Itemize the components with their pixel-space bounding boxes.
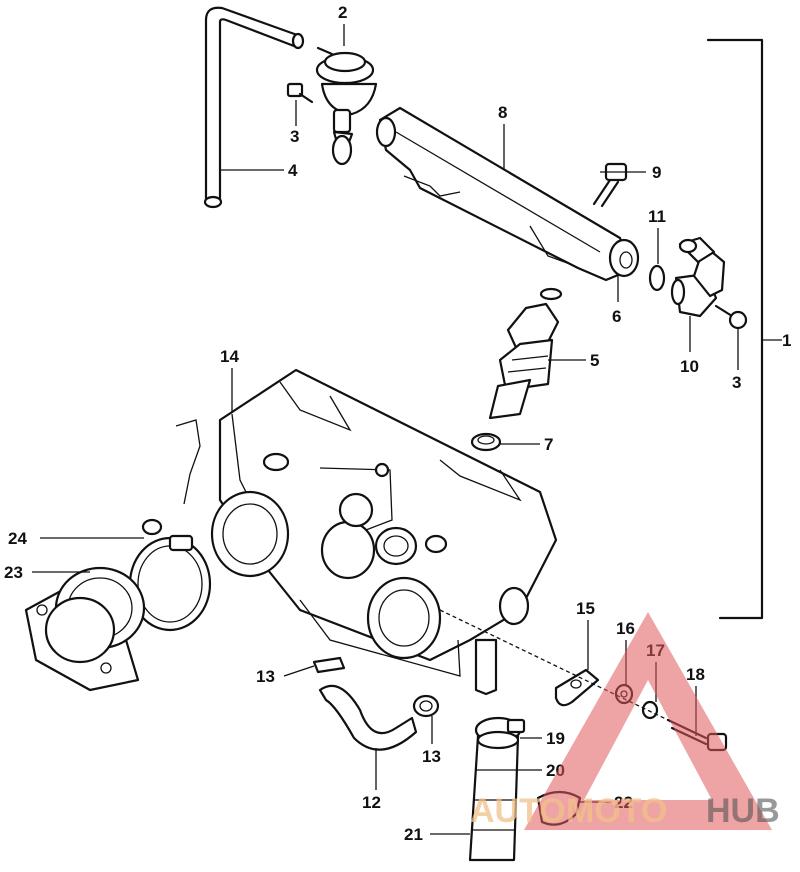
callout-8: 8 — [498, 103, 507, 122]
callout-14: 14 — [220, 347, 239, 366]
bolt-upper — [286, 82, 314, 104]
hose-clamp-band — [128, 518, 212, 632]
watermark-text-hub: HUB — [706, 792, 780, 830]
callout-4: 4 — [288, 161, 298, 180]
injector-seal — [470, 432, 502, 452]
fuel-hose-21 — [468, 730, 520, 862]
bracket-15 — [554, 668, 600, 707]
callout-7: 7 — [544, 435, 553, 454]
vacuum-hose — [203, 6, 305, 209]
callout-21: 21 — [404, 825, 423, 844]
assembly-bracket — [706, 38, 782, 620]
pressure-regulator — [315, 46, 378, 166]
nipple-fitting — [474, 638, 498, 696]
callout-13-lower: 13 — [422, 747, 441, 766]
hose-12 — [318, 684, 418, 751]
bolt-9 — [592, 162, 628, 208]
intake-boot — [24, 566, 146, 692]
callout-6: 6 — [612, 307, 621, 326]
callout-15: 15 — [576, 599, 595, 618]
watermark-text-moto: MOTO — [566, 792, 667, 830]
callout-13-upper: 13 — [256, 667, 275, 686]
callout-3-right: 3 — [732, 373, 741, 392]
watermark-text-auto: AUTO — [470, 792, 566, 830]
bolt-right — [714, 304, 748, 330]
callout-1: 1 — [782, 331, 791, 350]
fuel-joint — [670, 236, 726, 318]
throttle-body — [175, 368, 558, 677]
washer-17 — [641, 700, 659, 720]
callout-24: 24 — [8, 529, 27, 548]
hose-clip-upper — [312, 656, 346, 674]
callout-19: 19 — [546, 729, 565, 748]
watermark-triangle-icon — [524, 612, 772, 830]
hose-clip-lower — [412, 694, 440, 718]
o-ring-11 — [648, 264, 666, 292]
fuel-rail — [375, 106, 640, 282]
callout-9: 9 — [652, 163, 661, 182]
callout-5: 5 — [590, 351, 599, 370]
callout-10: 10 — [680, 357, 699, 376]
callout-16: 16 — [616, 619, 635, 638]
callout-3-upper: 3 — [290, 127, 299, 146]
callout-11: 11 — [648, 207, 666, 226]
callout-2: 2 — [338, 3, 347, 22]
watermark: AUTO MOTO HUB — [470, 612, 780, 830]
callout-18: 18 — [686, 665, 705, 684]
callout-labels: 1 2 3 3 4 5 6 7 8 9 10 11 12 13 13 14 15… — [4, 3, 791, 844]
callout-12: 12 — [362, 793, 381, 812]
callout-23: 23 — [4, 563, 23, 582]
fuel-injector — [488, 287, 563, 420]
